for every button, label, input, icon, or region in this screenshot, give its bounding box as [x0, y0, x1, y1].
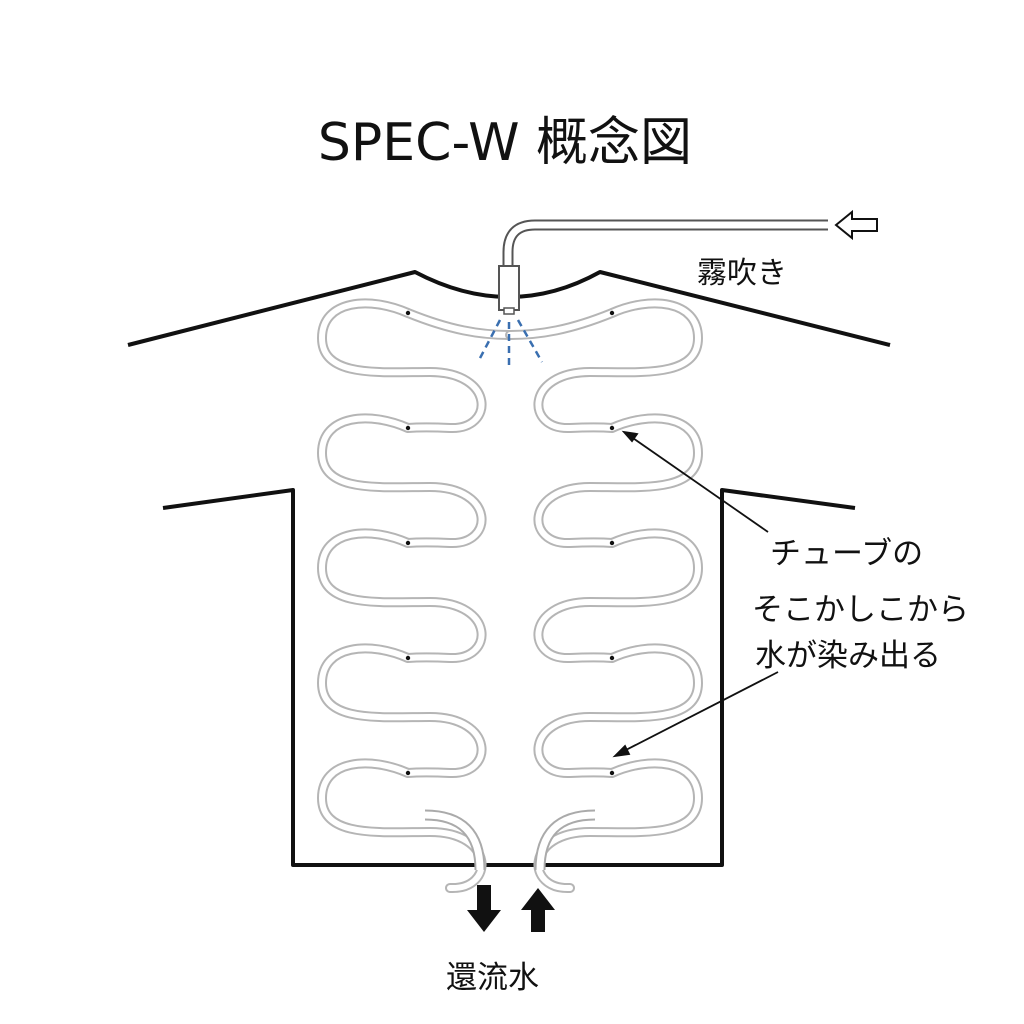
seep-hole [405, 310, 411, 316]
tube-inner [507, 300, 702, 892]
seep-hole [405, 540, 411, 546]
return-pipes [424, 809, 596, 871]
seep-hole [405, 655, 411, 661]
page-title: SPEC-W 概念図 [317, 113, 693, 173]
mist-spray-label: 霧吹き [697, 256, 787, 291]
seep-hole [609, 540, 615, 546]
tube-inner [318, 300, 513, 892]
inflow-arrow-icon [834, 209, 878, 241]
seep-hole [609, 310, 615, 316]
annotation-line-3: 水が染み出る [755, 638, 941, 674]
seep-hole [405, 770, 411, 776]
return-water-label: 還流水 [446, 960, 539, 996]
seep-hole [609, 425, 615, 431]
tube [316, 298, 704, 894]
annotation-line-2: そこかしこから [752, 592, 969, 628]
annotation-arrows [612, 430, 779, 758]
spray-lines [476, 319, 544, 368]
mist-pipe [498, 219, 828, 315]
seep-hole [609, 770, 615, 776]
seep-hole [609, 655, 615, 661]
up-arrow-icon [521, 888, 555, 932]
annotation-line-1: チューブの [770, 536, 924, 572]
down-arrow-icon [467, 885, 501, 932]
seep-hole [405, 425, 411, 431]
dots [405, 310, 615, 776]
